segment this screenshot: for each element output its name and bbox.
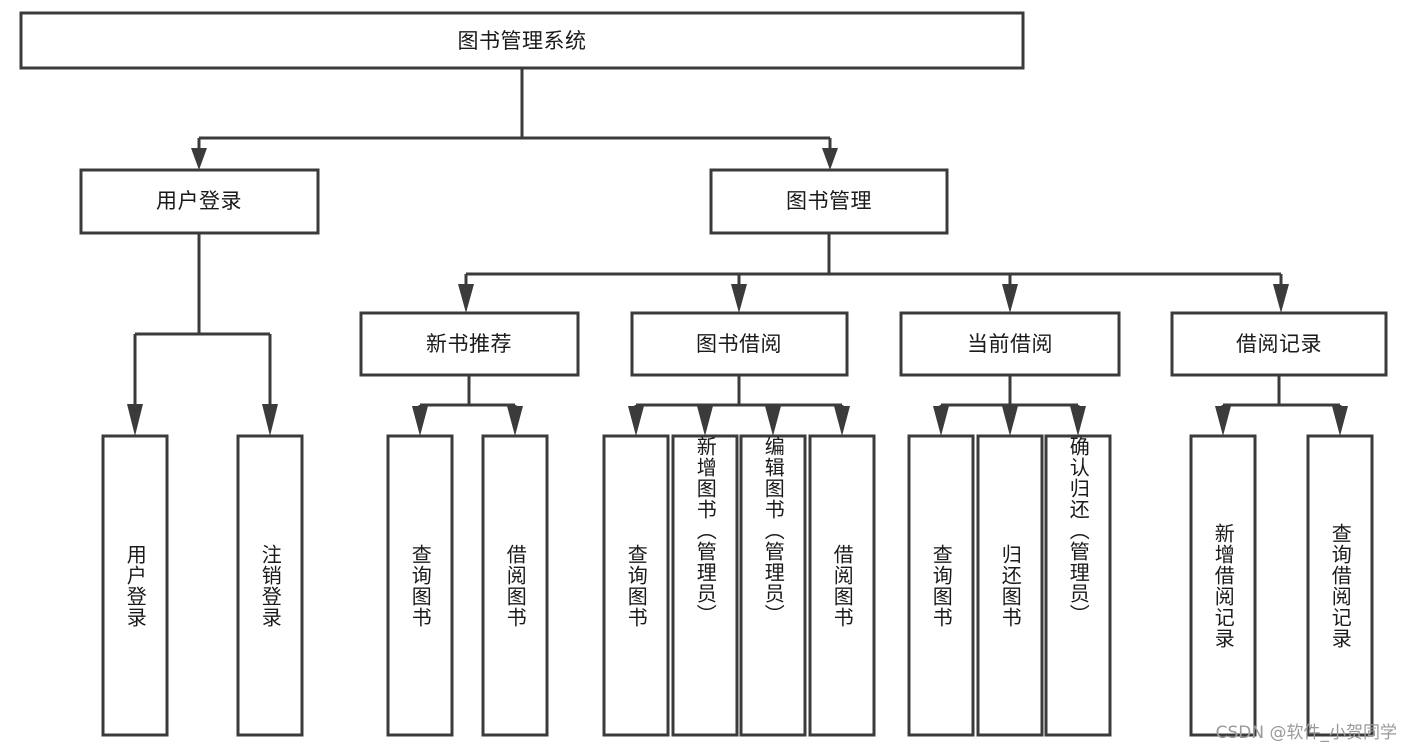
node-current-borrow[interactable] xyxy=(899,311,1121,377)
leaf-current-borrow-1[interactable] xyxy=(907,434,975,737)
arrow-to-book-management xyxy=(822,148,838,170)
leaf-new-book-2[interactable] xyxy=(481,434,549,737)
arrow-to-book-borrow xyxy=(731,284,747,313)
arrow-borrow-record-leaf2 xyxy=(1332,406,1348,436)
node-new-book-recommend[interactable] xyxy=(359,311,580,377)
node-root-book-management-system[interactable] xyxy=(19,11,1025,70)
leaf-book-borrow-1[interactable] xyxy=(602,434,670,737)
arrow-book-borrow-leaf1 xyxy=(628,406,644,436)
arrow-current-borrow-leaf2 xyxy=(1002,406,1018,436)
leaf-current-borrow-2[interactable] xyxy=(976,434,1044,737)
leaf-new-book-1[interactable] xyxy=(386,434,454,737)
arrow-book-borrow-leaf2 xyxy=(697,406,713,436)
arrow-borrow-record-leaf1 xyxy=(1215,406,1231,436)
arrow-user-login-leaf1 xyxy=(127,404,143,436)
arrow-new-book-leaf1 xyxy=(412,406,428,436)
leaf-book-borrow-4[interactable] xyxy=(808,434,876,737)
node-new-book-recommend-label: 新书推荐 xyxy=(426,332,512,356)
leaf-book-borrow-2[interactable] xyxy=(671,434,739,737)
node-root-label: 图书管理系统 xyxy=(458,29,587,53)
arrow-book-borrow-leaf3 xyxy=(765,406,781,436)
arrow-current-borrow-leaf1 xyxy=(933,406,949,436)
arrow-to-current-borrow xyxy=(1002,284,1018,313)
node-book-management-label: 图书管理 xyxy=(786,189,872,213)
node-book-management[interactable] xyxy=(709,168,949,235)
arrow-to-borrow-record xyxy=(1273,284,1289,313)
node-borrow-record-label: 借阅记录 xyxy=(1236,332,1322,356)
leaf-user-login-2[interactable] xyxy=(236,434,304,737)
node-book-borrow[interactable] xyxy=(630,311,849,377)
leaf-user-login-1[interactable] xyxy=(101,434,169,737)
node-user-login-label: 用户登录 xyxy=(156,189,242,213)
leaf-borrow-record-1[interactable] xyxy=(1189,434,1257,737)
node-current-borrow-label: 当前借阅 xyxy=(967,332,1053,356)
arrow-user-login-leaf2 xyxy=(262,404,278,436)
leaf-borrow-record-2[interactable] xyxy=(1306,434,1374,737)
csdn-watermark: CSDN @软件_小贺同学 xyxy=(1215,723,1397,743)
arrow-new-book-leaf2 xyxy=(507,406,523,436)
arrow-to-new-book xyxy=(458,284,474,313)
node-borrow-record[interactable] xyxy=(1170,311,1388,377)
arrow-to-user-login xyxy=(191,148,207,170)
arrow-book-borrow-leaf4 xyxy=(834,406,850,436)
leaf-current-borrow-3[interactable] xyxy=(1044,434,1112,737)
leaf-book-borrow-3[interactable] xyxy=(739,434,807,737)
node-book-borrow-label: 图书借阅 xyxy=(696,332,782,356)
arrow-current-borrow-leaf3 xyxy=(1070,406,1086,436)
